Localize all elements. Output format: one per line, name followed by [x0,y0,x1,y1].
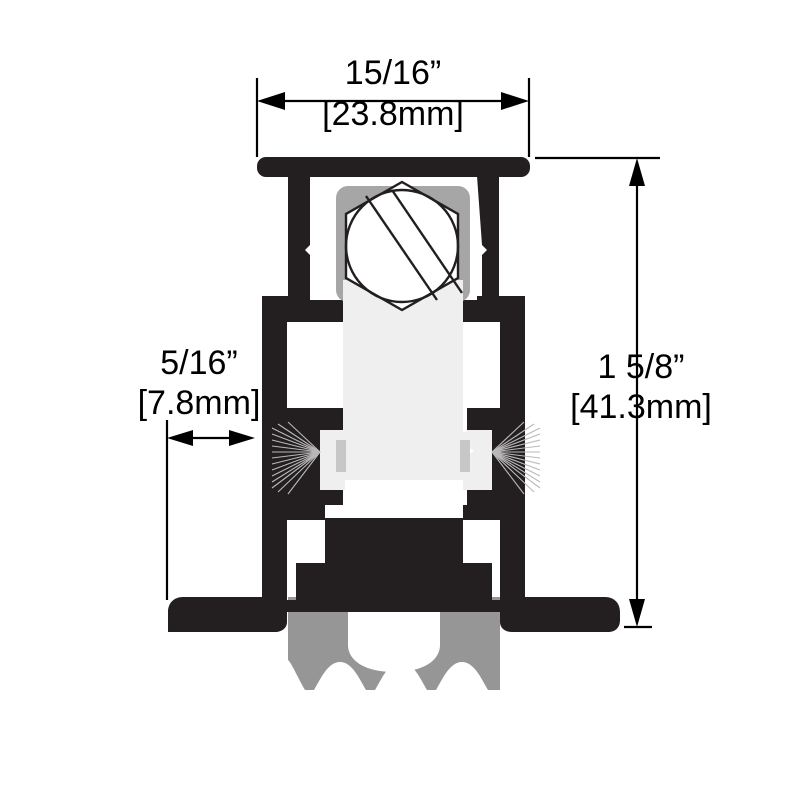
arrow-up-icon [629,158,645,186]
left-outer-flange [168,300,287,632]
right-brush-carrier [467,430,492,490]
left-inner-wall [288,176,310,300]
arrow-flange-right-icon [229,430,255,446]
dimension-overall-width: 15/16” [23.8mm] [255,54,531,157]
dim-width-metric: [23.8mm] [322,95,464,133]
hex-screw-head [344,180,463,312]
body-upper-u [262,296,525,520]
screw-circle-body [346,190,458,302]
arrow-flange-left-icon [167,430,193,446]
arrow-left-icon [257,92,285,110]
right-outer-flange [500,300,620,632]
screw-circle-outline [344,188,460,304]
arrow-down-icon [629,599,645,627]
screw-slot-line-a [365,195,438,301]
right-inner-wall [477,176,499,300]
right-bristles [491,421,541,495]
screw-slot-line-b [391,189,463,294]
dimension-overall-height: 1 5/8” [41.3mm] [535,156,712,629]
screw-hex-outline [344,180,460,312]
brush-seal-right [467,421,541,495]
housing-frame [168,157,620,632]
shaft-left-tab [336,440,346,472]
left-bristles [271,421,321,495]
gasket-top-gap [325,505,463,518]
shaft-right-tab [460,440,470,472]
dim-flange-metric: [7.8mm] [138,384,261,422]
actuator-shaft-undercut [343,480,463,506]
dimension-flange-width: 5/16” [7.8mm] [138,344,261,600]
dim-height-metric: [41.3mm] [570,388,712,426]
dim-flange-imperial: 5/16” [160,344,238,382]
arrow-right-icon [501,92,529,110]
gasket-retainer [287,505,500,612]
dim-height-imperial: 1 5/8” [598,348,685,386]
top-cap-bar [257,157,530,177]
dim-width-imperial: 15/16” [345,54,441,92]
